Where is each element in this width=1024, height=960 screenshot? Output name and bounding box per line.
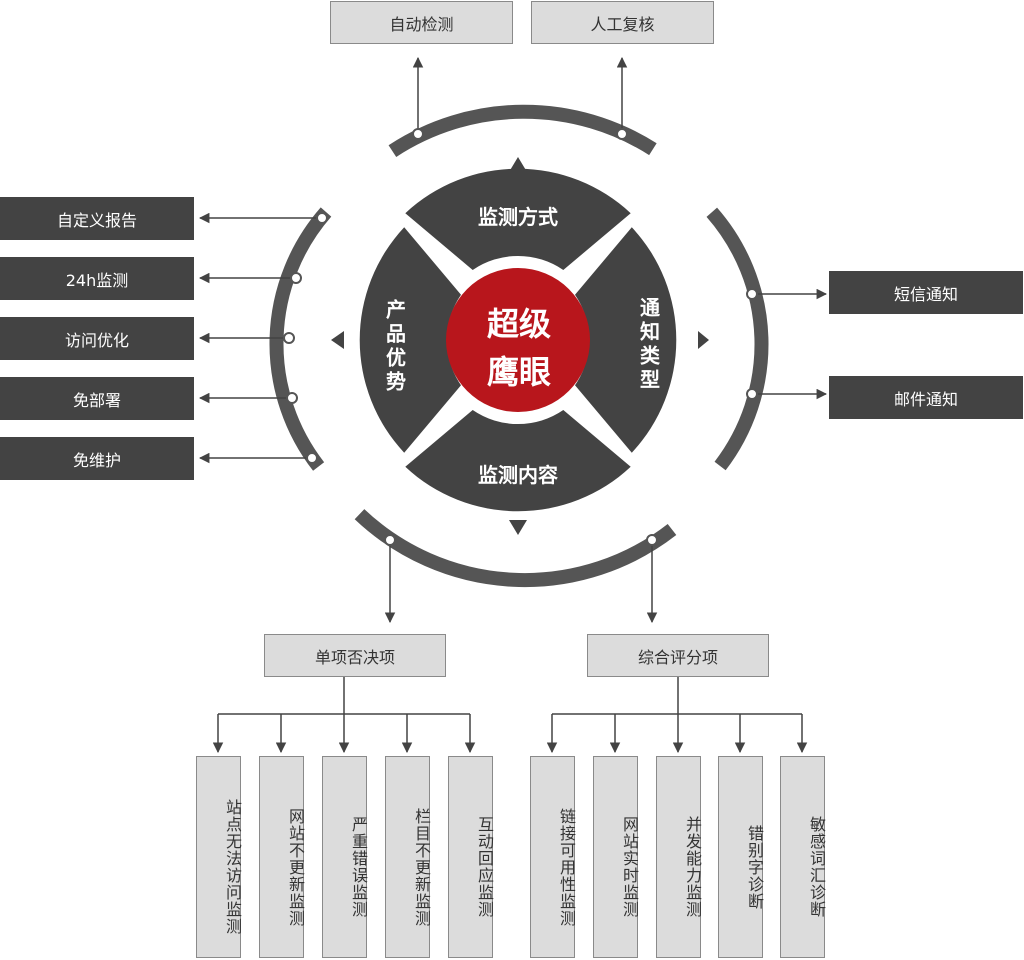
dot-score bbox=[646, 534, 658, 546]
segment-bottom bbox=[405, 410, 631, 512]
box-custom-report: 自定义报告 bbox=[0, 197, 194, 240]
segment-label-methods: 监测方式 bbox=[478, 204, 558, 229]
box-access-optimization: 访问优化 bbox=[0, 317, 194, 360]
leaf-typo-diagnosis: 错别字诊断 bbox=[718, 756, 764, 958]
center-title-line-2: 鹰眼 bbox=[486, 353, 551, 391]
leaf-site-not-updated: 网站不更新监测 bbox=[259, 756, 305, 958]
box-email-notification: 邮件通知 bbox=[829, 376, 1023, 419]
leaf-realtime-monitoring: 网站实时监测 bbox=[593, 756, 639, 958]
dot-auto-detect bbox=[412, 128, 424, 140]
leaf-column-not-updated: 栏目不更新监测 bbox=[385, 756, 431, 958]
box-veto-items: 单项否决项 bbox=[264, 634, 446, 677]
box-24h-monitoring: 24h监测 bbox=[0, 257, 194, 300]
segment-label-advantages: 产品优势 bbox=[382, 299, 407, 395]
leaf-interaction-response: 互动回应监测 bbox=[448, 756, 494, 958]
dot-24h bbox=[290, 272, 302, 284]
dot-no-maintain bbox=[306, 452, 318, 464]
dot-sms bbox=[746, 288, 758, 300]
leaf-link-availability: 链接可用性监测 bbox=[530, 756, 576, 958]
arc-bottom bbox=[354, 509, 677, 587]
dot-access-opt bbox=[283, 332, 295, 344]
pointer-top bbox=[509, 157, 527, 172]
arc-right bbox=[706, 207, 769, 471]
segment-label-notifications: 通知类型 bbox=[636, 297, 661, 393]
dot-veto bbox=[384, 534, 396, 546]
pointer-bottom bbox=[509, 520, 527, 535]
box-sms-notification: 短信通知 bbox=[829, 271, 1023, 314]
dot-manual-review bbox=[616, 128, 628, 140]
box-no-deployment: 免部署 bbox=[0, 377, 194, 420]
arc-top bbox=[388, 104, 657, 157]
center-circle bbox=[446, 268, 590, 412]
dot-custom-report bbox=[316, 212, 328, 224]
box-score-items: 综合评分项 bbox=[587, 634, 769, 677]
leaf-site-unreachable: 站点无法访问监测 bbox=[196, 756, 242, 958]
segment-left bbox=[359, 227, 461, 453]
box-auto-detect: 自动检测 bbox=[330, 1, 513, 44]
leaf-critical-error: 严重错误监测 bbox=[322, 756, 368, 958]
dot-email bbox=[746, 388, 758, 400]
leaf-sensitive-words: 敏感词汇诊断 bbox=[780, 756, 826, 958]
center-title-line-1: 超级 bbox=[486, 305, 551, 343]
pointer-right bbox=[698, 331, 709, 349]
pointer-left bbox=[331, 331, 344, 349]
center-title: 超级 鹰眼 bbox=[474, 300, 564, 396]
leaf-concurrency: 并发能力监测 bbox=[656, 756, 702, 958]
segment-top bbox=[405, 168, 631, 270]
box-no-maintenance: 免维护 bbox=[0, 437, 194, 480]
box-manual-review: 人工复核 bbox=[531, 1, 714, 44]
dot-no-deploy bbox=[286, 392, 298, 404]
segment-label-content: 监测内容 bbox=[478, 462, 558, 487]
segment-right bbox=[575, 227, 677, 453]
